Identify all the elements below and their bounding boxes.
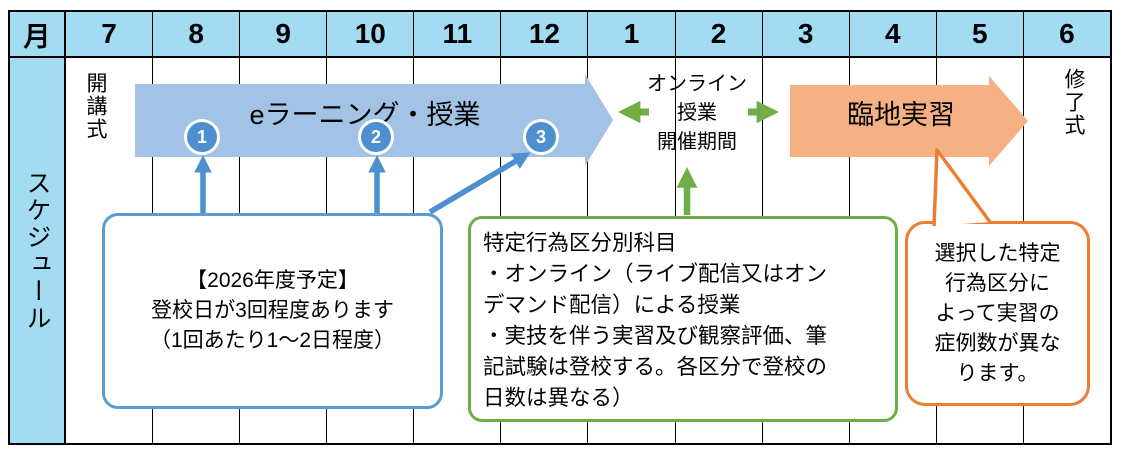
- practicum-arrow-label: 臨地実習: [847, 100, 955, 130]
- closing-ceremony-label: 修了式: [1062, 68, 1085, 137]
- practicum-callout-line5: ります。: [956, 361, 1039, 385]
- online-subjects-title: 特定行為区分別科目: [483, 231, 677, 255]
- online-period-label: オンライン 授業 開催期間: [627, 70, 767, 157]
- month-cell-11: 11: [414, 12, 502, 56]
- month-cell-1: 1: [588, 12, 676, 56]
- practicum-callout-line1: 選択した特定: [934, 241, 1061, 265]
- month-cell-3: 3: [763, 12, 850, 56]
- attendance-callout: 【2026年度予定】 登校日が3回程度あります （1回あたり1～2日程度）: [102, 213, 443, 409]
- month-cell-7: 7: [66, 12, 154, 56]
- badge-2: 2: [358, 119, 394, 155]
- online-subjects-note: 特定行為区分別科目 ・オンライン（ライブ配信又はオンデマンド配信）による授業 ・…: [468, 216, 898, 422]
- month-cell-8: 8: [153, 12, 241, 56]
- online-period-line3: 開催期間: [657, 131, 737, 153]
- practicum-callout-line3: よって実習の: [935, 301, 1060, 325]
- badge-3: 3: [523, 119, 559, 155]
- attendance-callout-line2: 登校日が3回程度あります: [151, 299, 394, 322]
- month-header-row: 月 7 8 9 10 11 12 1 2 3 4 5 6: [10, 12, 1110, 58]
- month-header-label: 月: [10, 12, 66, 56]
- attendance-callout-line3: （1回あたり1～2日程度）: [149, 329, 396, 352]
- month-cell-6: 6: [1059, 18, 1075, 49]
- online-subjects-bullet2: ・実技を伴う実習及び観察評価、筆記試験は登校する。各区分で登校の日数は異なる）: [483, 324, 828, 410]
- month-cell-5: 5: [937, 12, 1024, 56]
- schedule-row-label: スケジュール: [23, 169, 51, 332]
- month-cell-2: 2: [676, 12, 763, 56]
- opening-ceremony-label: 開講式: [84, 72, 107, 141]
- online-period-line1: オンライン: [647, 73, 747, 95]
- badge-1: 1: [184, 119, 220, 155]
- month-cell-12: 12: [501, 12, 589, 56]
- online-period-line2: 授業: [677, 102, 717, 124]
- practicum-callout: 選択した特定 行為区分に よって実習の 症例数が異な ります。: [905, 221, 1090, 406]
- attendance-callout-line1: 【2026年度予定】: [186, 269, 359, 292]
- month-cell-4: 4: [850, 12, 937, 56]
- month-cell-10: 10: [327, 12, 415, 56]
- practicum-callout-line2: 行為区分に: [945, 271, 1050, 295]
- practicum-callout-line4: 症例数が異な: [934, 331, 1061, 355]
- schedule-row-header: スケジュール: [10, 58, 66, 443]
- online-subjects-bullet1: ・オンライン（ライブ配信又はオンデマンド配信）による授業: [483, 262, 828, 317]
- month-cell-9: 9: [240, 12, 328, 56]
